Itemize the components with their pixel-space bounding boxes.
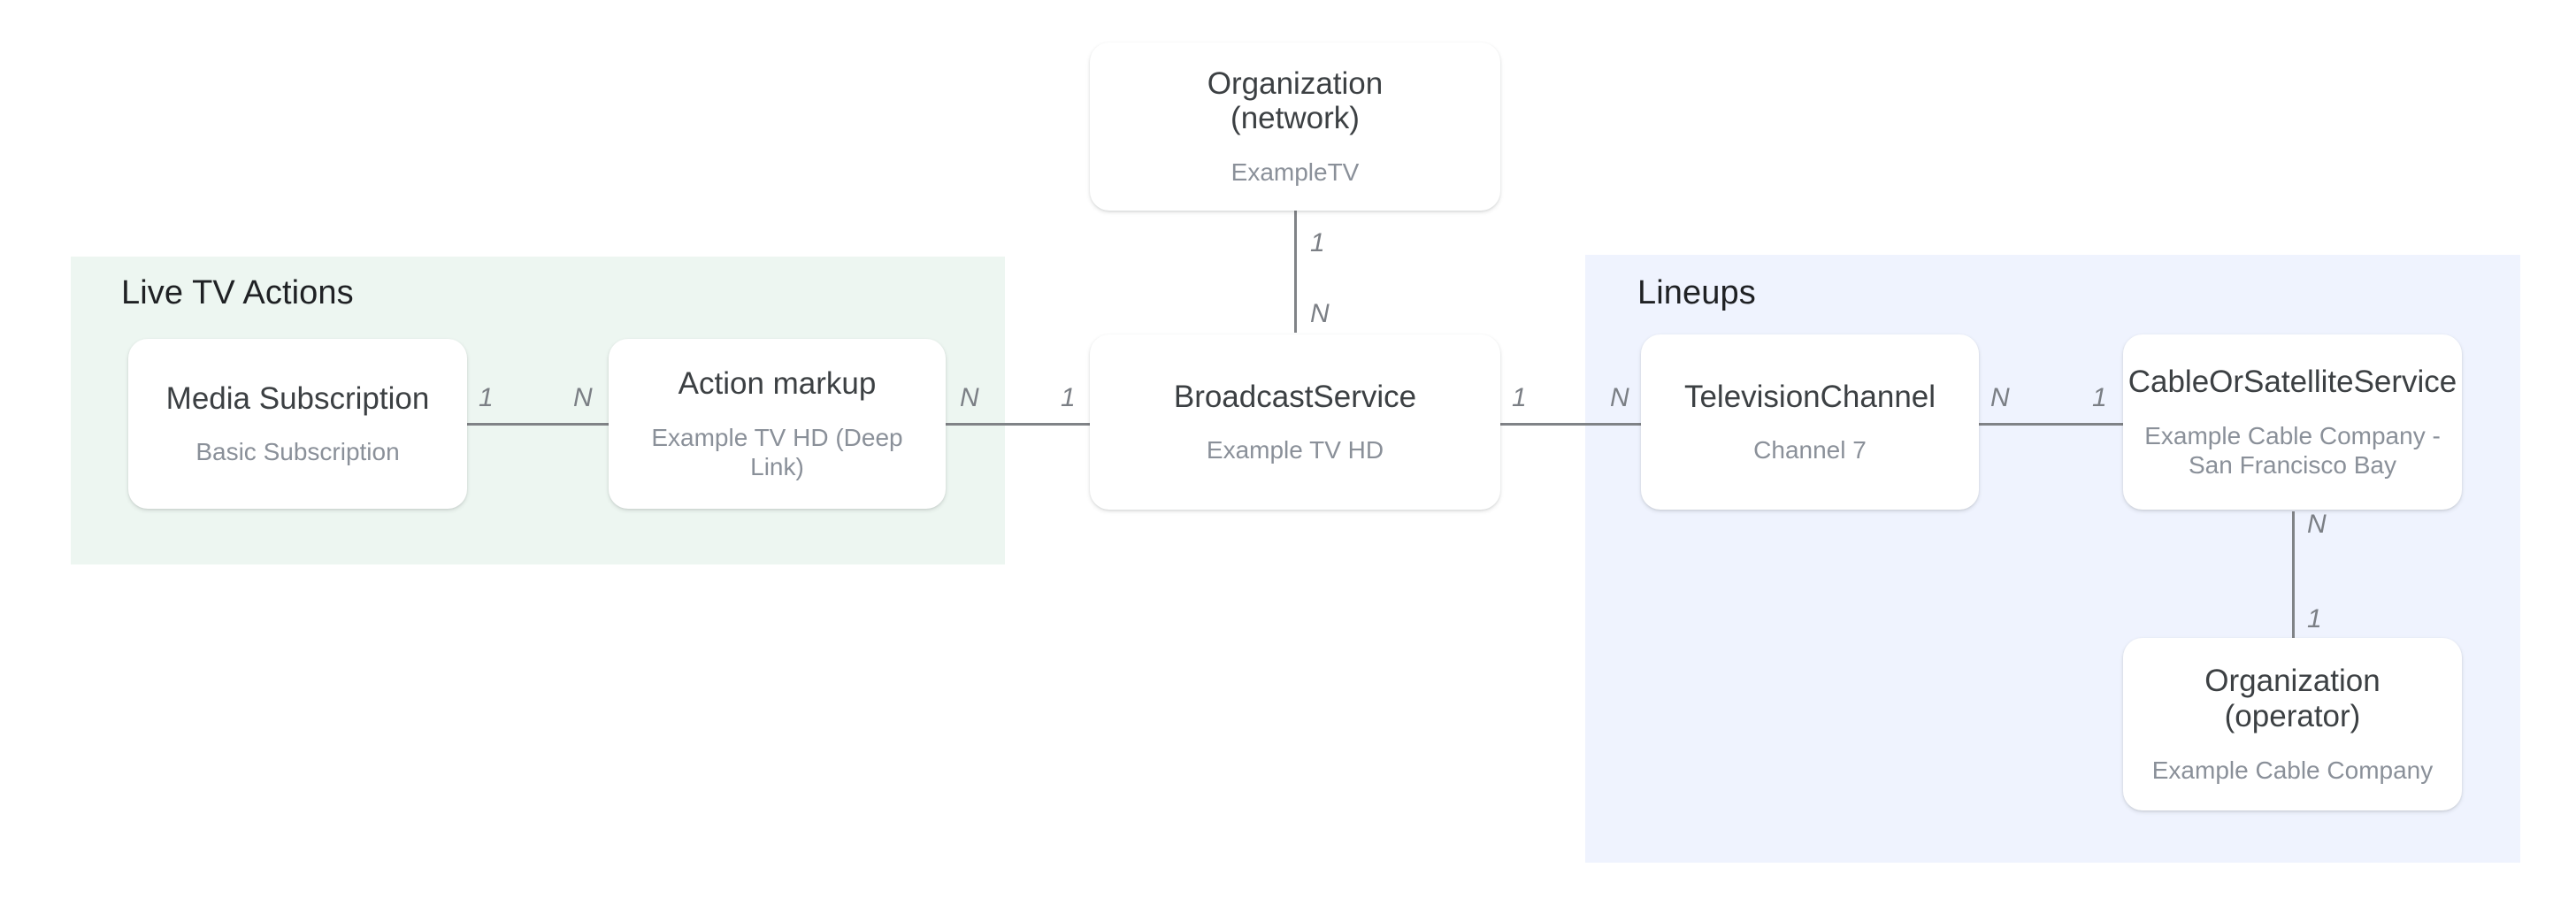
node-subtitle-action-markup: Example TV HD (Deep Link) [651,423,903,480]
cardinality-broadcast-service-to-television-channel-to: N [1610,383,1629,412]
node-subtitle-media-subscription: Basic Subscription [196,438,400,466]
cardinality-media-subscription-to-action-markup-to: N [573,383,593,412]
node-title-cable-or-satellite-service: CableOrSatelliteService [2128,365,2457,400]
cardinality-television-channel-to-cable-or-satellite-service-to: 1 [2092,383,2107,412]
node-title-broadcast-service: BroadcastService [1173,379,1417,414]
cardinality-cable-or-satellite-service-to-organization-operator-to: 1 [2307,604,2322,633]
node-subtitle-organization-operator: Example Cable Company [2151,756,2434,784]
cardinality-television-channel-to-cable-or-satellite-service-from: N [1990,383,2010,412]
node-subtitle-television-channel: Channel 7 [1753,436,1867,465]
node-subtitle-cable-or-satellite-service: Example Cable Company - San Francisco Ba… [2144,421,2441,479]
node-cable-or-satellite-service[interactable]: CableOrSatelliteService Example Cable Co… [2123,334,2462,510]
group-title-live-tv-actions: Live TV Actions [121,274,354,311]
node-action-markup[interactable]: Action markup Example TV HD (Deep Link) [609,339,946,509]
node-organization-operator[interactable]: Organization (operator) Example Cable Co… [2123,638,2462,810]
node-media-subscription[interactable]: Media Subscription Basic Subscription [128,339,467,509]
node-subtitle-broadcast-service: Example TV HD [1206,436,1384,465]
cardinality-organization-network-to-broadcast-service-from: 1 [1310,228,1325,257]
group-title-lineups: Lineups [1637,274,1756,311]
node-subtitle-organization-network: ExampleTV [1230,158,1360,187]
cardinality-broadcast-service-to-television-channel-from: 1 [1512,383,1527,412]
node-broadcast-service[interactable]: BroadcastService Example TV HD [1090,334,1500,510]
cardinality-cable-or-satellite-service-to-organization-operator-from: N [2307,510,2327,539]
node-title-organization-network: Organization (network) [1207,65,1384,136]
edge-television-channel-to-cable-or-satellite-service [1976,423,2125,426]
cardinality-media-subscription-to-action-markup-from: 1 [479,383,494,412]
edge-organization-network-to-broadcast-service [1294,211,1297,333]
edge-media-subscription-to-action-markup [467,423,609,426]
node-title-organization-operator: Organization (operator) [2204,664,2380,733]
edge-action-markup-to-broadcast-service [945,423,1090,426]
node-television-channel[interactable]: TelevisionChannel Channel 7 [1641,334,1979,510]
node-organization-network[interactable]: Organization (network) ExampleTV [1090,42,1500,211]
edge-broadcast-service-to-television-channel [1498,423,1641,426]
node-title-television-channel: TelevisionChannel [1683,379,1936,414]
cardinality-action-markup-to-broadcast-service-from: N [960,383,979,412]
node-title-media-subscription: Media Subscription [165,380,430,416]
cardinality-organization-network-to-broadcast-service-to: N [1310,299,1330,328]
edge-cable-or-satellite-service-to-organization-operator [2292,511,2295,641]
cardinality-action-markup-to-broadcast-service-to: 1 [1061,383,1076,412]
node-title-action-markup: Action markup [678,366,877,402]
